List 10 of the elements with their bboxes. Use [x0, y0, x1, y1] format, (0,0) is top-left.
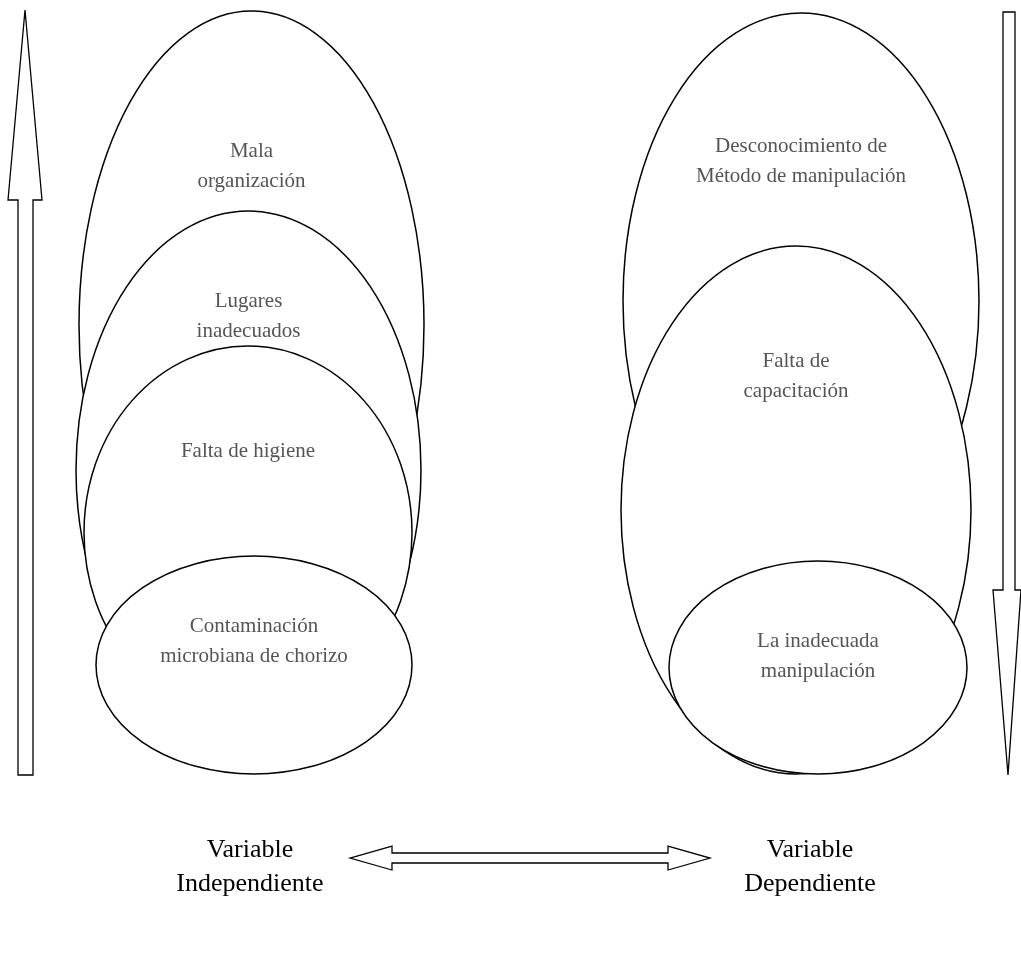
ellipse-label: Desconocimiento de Método de manipulación	[695, 132, 907, 189]
variable-label: Variable Independiente	[175, 833, 325, 899]
ellipse-label: La inadecuada manipulación	[756, 627, 880, 684]
ellipse-label: Lugares inadecuados	[195, 287, 302, 344]
ellipse-label: Falta de higiene	[179, 437, 317, 464]
ellipse-label: Falta de capacitación	[742, 347, 850, 404]
double-arrow	[347, 845, 713, 871]
ellipse-label: Contaminación microbiana de chorizo	[159, 612, 349, 669]
variable-label: Variable Dependiente	[743, 833, 877, 899]
ellipse-label: Mala organización	[196, 137, 307, 194]
